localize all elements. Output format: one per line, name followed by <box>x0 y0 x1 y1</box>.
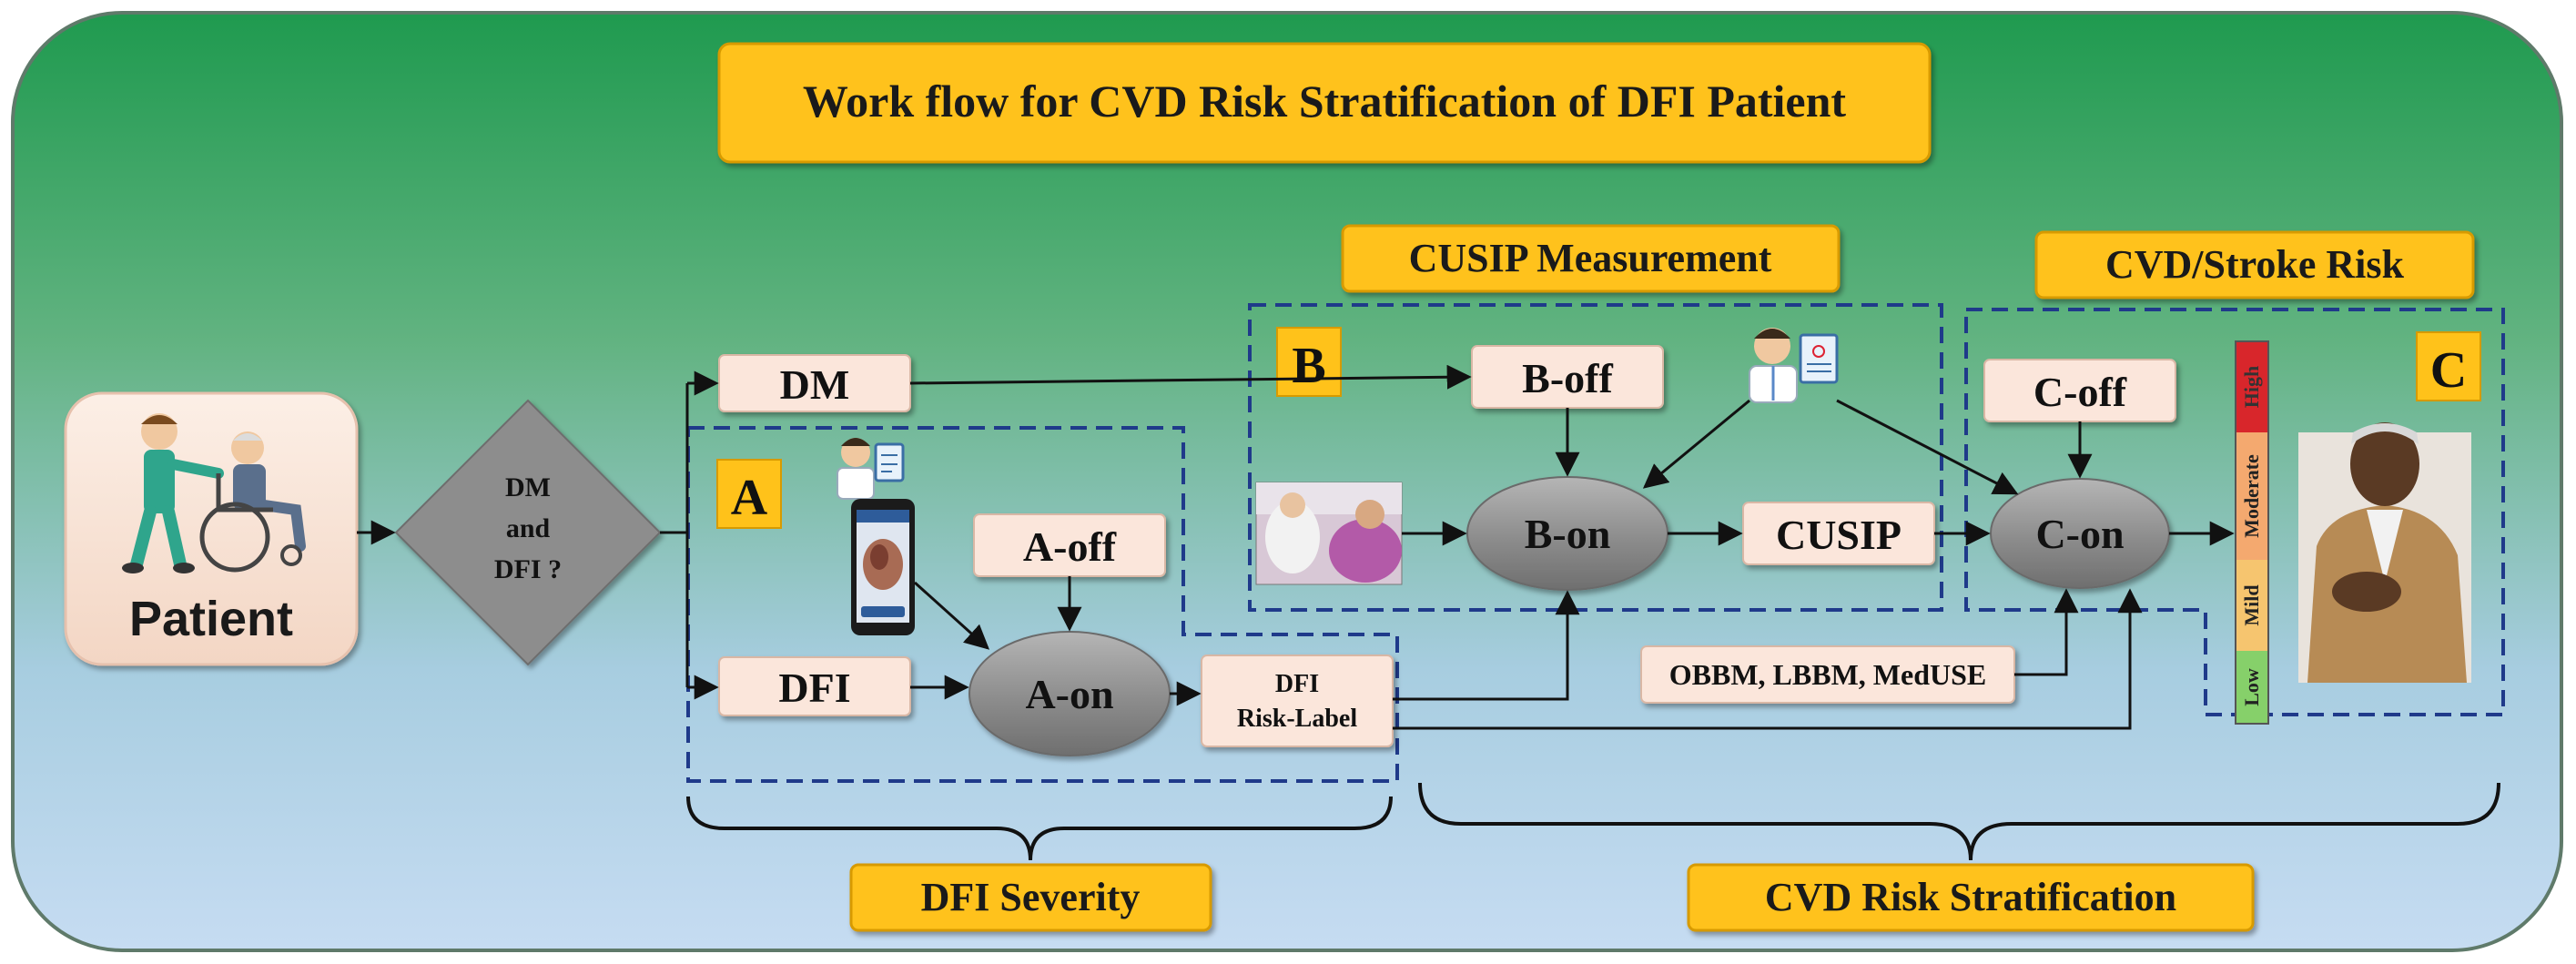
background-panel <box>11 11 2563 952</box>
cvd-stroke-risk-text: CVD/Stroke Risk <box>2105 242 2405 287</box>
connectors <box>357 364 2235 730</box>
title-box <box>717 42 1932 164</box>
dfi-risk-label-line-1: DFI <box>1275 670 1319 698</box>
cusip-label: CUSIP <box>1776 512 1902 558</box>
dfi-risk-label-box <box>1201 655 1394 747</box>
section-b-border <box>1248 303 1943 612</box>
cusip-measurement-text: CUSIP Measurement <box>1409 236 1772 280</box>
biomarkers-label: OBBM, LBBM, MedUSE <box>1669 658 1986 691</box>
risk-level-moderate-label: Moderate <box>2240 454 2263 538</box>
dfi-severity-brace <box>686 796 1393 861</box>
section-b-letter: B <box>1292 338 1325 394</box>
doctor-clipboard-icon-b <box>1749 328 1839 403</box>
section-c-letter: C <box>2430 342 2467 399</box>
risk-level-low-label: Low <box>2240 668 2263 706</box>
patient-label: Patient <box>129 592 293 646</box>
decision-diamond <box>394 399 662 666</box>
dm-label: DM <box>780 361 850 408</box>
chest-pain-patient-photo <box>2298 422 2471 683</box>
cvd-risk-stratification-brace <box>1418 782 2500 861</box>
risk-level-mild <box>2236 560 2268 651</box>
risk-level-mild-label: Mild <box>2240 584 2263 625</box>
section-a-border <box>686 426 1399 783</box>
risk-scale-bar: High Moderate Mild Low <box>2235 340 2269 725</box>
dfi-risk-label-line-2: Risk-Label <box>1237 705 1357 733</box>
risk-level-high-label: High <box>2240 366 2263 408</box>
b-off-label: B-off <box>1522 355 1613 401</box>
cvd-risk-stratification-label <box>1687 863 2255 932</box>
decision-line-1: DM <box>505 472 551 502</box>
risk-level-moderate <box>2236 432 2268 560</box>
section-c-border <box>1964 308 2505 716</box>
patient-wheelchair-illustration <box>122 413 306 573</box>
cusip-measurement-label <box>1341 224 1841 293</box>
section-a-letter: A <box>731 470 768 526</box>
diagram-title: Work flow for CVD Risk Stratification of… <box>803 76 1847 127</box>
dfi-label: DFI <box>778 665 850 711</box>
smartphone-foot-app-icon <box>851 499 915 635</box>
c-on-label: C-on <box>2035 511 2124 557</box>
c-off-label: C-off <box>2033 369 2127 415</box>
risk-level-high <box>2236 341 2268 432</box>
a-off-label: A-off <box>1023 523 1117 570</box>
decision-line-2: and <box>506 513 551 543</box>
ultrasound-scan-photo <box>1255 482 1403 585</box>
cvd-risk-stratification-text: CVD Risk Stratification <box>1765 875 2176 919</box>
b-on-label: B-on <box>1525 511 1611 557</box>
patient-box <box>64 391 359 666</box>
a-on-label: A-on <box>1025 671 1113 717</box>
dfi-severity-label <box>849 863 1212 932</box>
doctor-clipboard-icon-a <box>837 438 905 500</box>
section-b-marker <box>1276 327 1342 397</box>
risk-level-low <box>2236 651 2268 724</box>
decision-line-3: DFI ? <box>494 554 562 584</box>
section-c-marker <box>2416 331 2481 401</box>
cvd-stroke-risk-label <box>2034 230 2475 299</box>
section-a-marker <box>716 459 782 529</box>
dfi-severity-text: DFI Severity <box>921 875 1141 919</box>
